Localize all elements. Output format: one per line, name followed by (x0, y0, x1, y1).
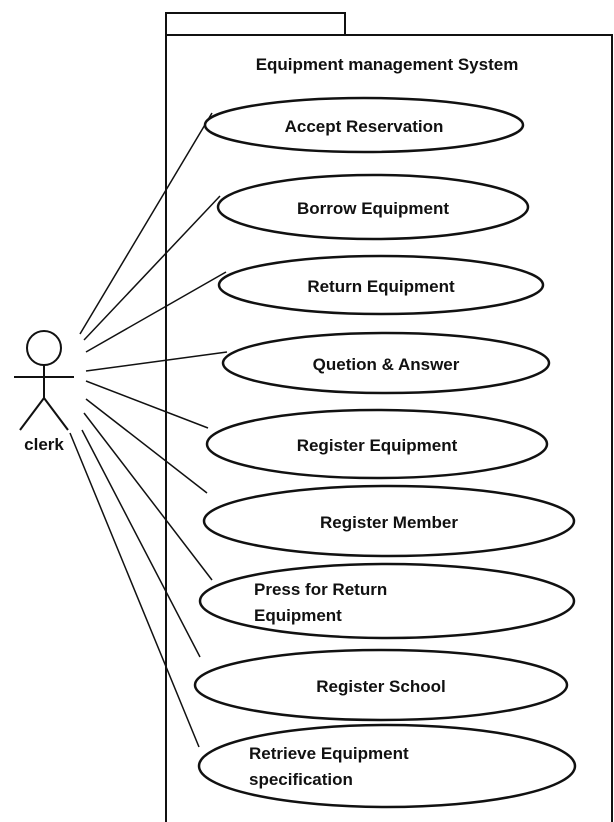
association-line-press-for-return (83, 412, 213, 581)
actor-head (26, 330, 62, 366)
use-case-ellipse (193, 648, 569, 722)
use-case-ellipse (216, 173, 530, 241)
association-line-question-answer (85, 351, 228, 372)
use-case-label: Register School (316, 677, 445, 696)
association-line-borrow-equipment (83, 195, 221, 341)
use-case-label: Register Member (320, 513, 458, 532)
association-line-return-equipment (85, 271, 227, 353)
association-line-register-equipment (85, 380, 209, 429)
use-case-label: Press for Return (254, 580, 387, 599)
use-case-ellipse (217, 254, 545, 316)
use-case-label: Register Equipment (297, 436, 458, 455)
association-line-register-member (85, 398, 208, 494)
use-case-label: Return Equipment (307, 277, 455, 296)
associations (69, 112, 228, 748)
use-case-borrow-equipment[interactable]: Borrow Equipment (216, 173, 530, 241)
use-case-label: Quetion & Answer (313, 355, 460, 374)
association-line-accept-reservation (79, 112, 213, 335)
use-case-label: Equipment (254, 606, 342, 625)
use-case-ellipse (197, 723, 577, 809)
association-line-retrieve-spec (69, 432, 200, 748)
use-case-register-school[interactable]: Register School (193, 648, 569, 722)
system-title: Equipment management System (256, 55, 519, 74)
use-case-ellipse (205, 408, 549, 480)
use-case-accept-reservation[interactable]: Accept Reservation (203, 96, 525, 154)
actor-label: clerk (24, 435, 64, 454)
system-boundary-tab (165, 12, 346, 36)
use-case-register-equipment[interactable]: Register Equipment (205, 408, 549, 480)
actor-left-leg (19, 397, 45, 431)
use-case-question-answer[interactable]: Quetion & Answer (221, 331, 551, 395)
use-case-ellipse (198, 562, 576, 640)
association-line-register-school (81, 429, 201, 658)
actor-right-leg (43, 397, 69, 431)
use-case-ellipse (203, 96, 525, 154)
use-case-label: Accept Reservation (285, 117, 444, 136)
actor-clerk[interactable]: clerk (14, 330, 74, 454)
use-case-return-equipment[interactable]: Return Equipment (217, 254, 545, 316)
use-case-retrieve-spec[interactable]: Retrieve Equipment specification (197, 723, 577, 809)
use-case-label: Retrieve Equipment (249, 744, 409, 763)
use-case-ellipse (221, 331, 551, 395)
system-boundary-frame (165, 34, 613, 822)
use-case-register-member[interactable]: Register Member (202, 484, 576, 558)
use-case-ellipse (202, 484, 576, 558)
use-case-label: specification (249, 770, 353, 789)
use-case-label: Borrow Equipment (297, 199, 449, 218)
